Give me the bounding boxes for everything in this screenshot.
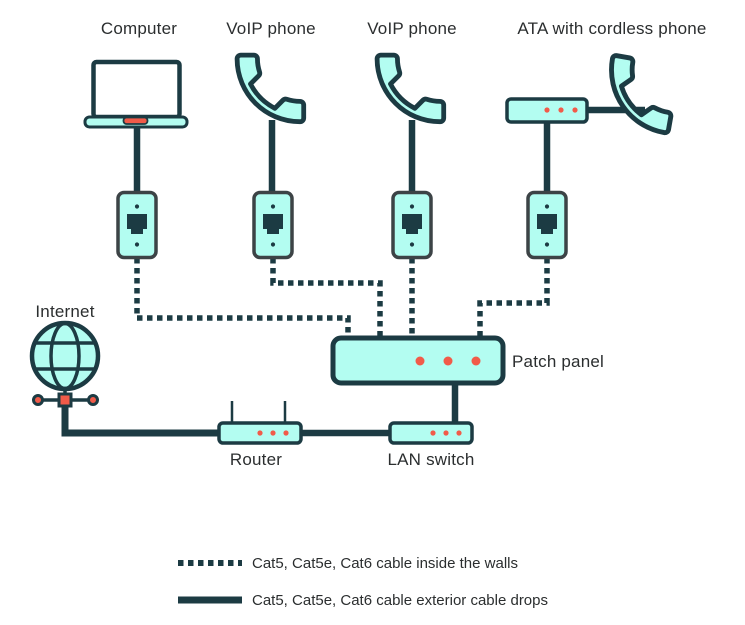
legend-label: Cat5, Cat5e, Cat6 cable exterior cable d… — [252, 591, 548, 609]
patch-panel-led — [443, 356, 453, 366]
legend-label: Cat5, Cat5e, Cat6 cable inside the walls — [252, 554, 518, 572]
wall-jacks — [116, 190, 568, 260]
laptop-screen — [91, 59, 182, 120]
internet-icon — [29, 320, 101, 408]
router-led — [283, 430, 289, 436]
router-label: Router — [229, 450, 283, 469]
ata-icon — [505, 97, 589, 124]
cable-computer-jack-to-patch — [134, 258, 351, 339]
handset-shape — [374, 52, 447, 125]
patch-panel-led — [471, 356, 481, 366]
router-led — [270, 430, 276, 436]
rj45-port — [127, 214, 147, 234]
ata-led — [544, 107, 550, 113]
ata-led — [572, 107, 578, 113]
laptop-notch — [122, 116, 149, 125]
wall-jack-voip1 — [252, 190, 294, 260]
jack-screw — [134, 242, 140, 247]
router-icon — [217, 401, 303, 445]
jack-screw — [270, 204, 276, 209]
jack-screw — [409, 242, 415, 247]
rj45-port — [537, 214, 557, 234]
lan-switch-icon — [388, 421, 474, 445]
wall-jack-computer — [116, 190, 158, 260]
solid-cable-swatch — [178, 596, 242, 604]
jack-screw — [270, 242, 276, 247]
internet-label: Internet — [35, 302, 95, 321]
junction-node — [32, 394, 44, 406]
computer-label: Computer — [100, 19, 178, 38]
patch-panel-led — [415, 356, 425, 366]
handset-shape — [234, 52, 307, 125]
jack-screw — [134, 204, 140, 209]
junction-hub — [57, 392, 73, 408]
ata-led — [558, 107, 564, 113]
jack-screw — [544, 242, 550, 247]
jack-screw — [409, 204, 415, 209]
voip-phone-1-icon — [234, 52, 307, 125]
lan-switch-led — [443, 430, 449, 436]
in-wall-cables — [134, 258, 550, 339]
computer-icon — [83, 59, 189, 129]
wall-jack-ata — [526, 190, 568, 260]
cordless-phone-icon — [609, 53, 674, 136]
wall-jack-voip2 — [391, 190, 433, 260]
voip-phone-2-label: VoIP phone — [367, 19, 457, 38]
patch-panel-icon — [330, 335, 506, 386]
ata-label: ATA with cordless phone — [517, 19, 707, 38]
cable-internet-to-router — [61, 404, 222, 437]
voip-phone-2-icon — [374, 52, 447, 125]
voip-phone-1-label: VoIP phone — [226, 19, 316, 38]
legend-item-inside-walls: Cat5, Cat5e, Cat6 cable inside the walls — [177, 554, 518, 572]
lan-switch-led — [430, 430, 436, 436]
dotted-cable-swatch — [178, 560, 242, 566]
globe — [29, 320, 101, 392]
rj45-port — [402, 214, 422, 234]
legend-item-exterior-drops: Cat5, Cat5e, Cat6 cable exterior cable d… — [177, 591, 548, 609]
cable-voip1-jack-to-patch — [270, 258, 383, 339]
cable-ata-jack-to-patch — [477, 258, 550, 339]
router-led — [257, 430, 263, 436]
handset-shape — [609, 53, 674, 136]
lan-switch-label: LAN switch — [387, 450, 475, 469]
junction-node — [87, 394, 99, 406]
rj45-port — [263, 214, 283, 234]
jack-screw — [544, 204, 550, 209]
patch-panel-label: Patch panel — [512, 352, 604, 371]
lan-switch-led — [456, 430, 462, 436]
